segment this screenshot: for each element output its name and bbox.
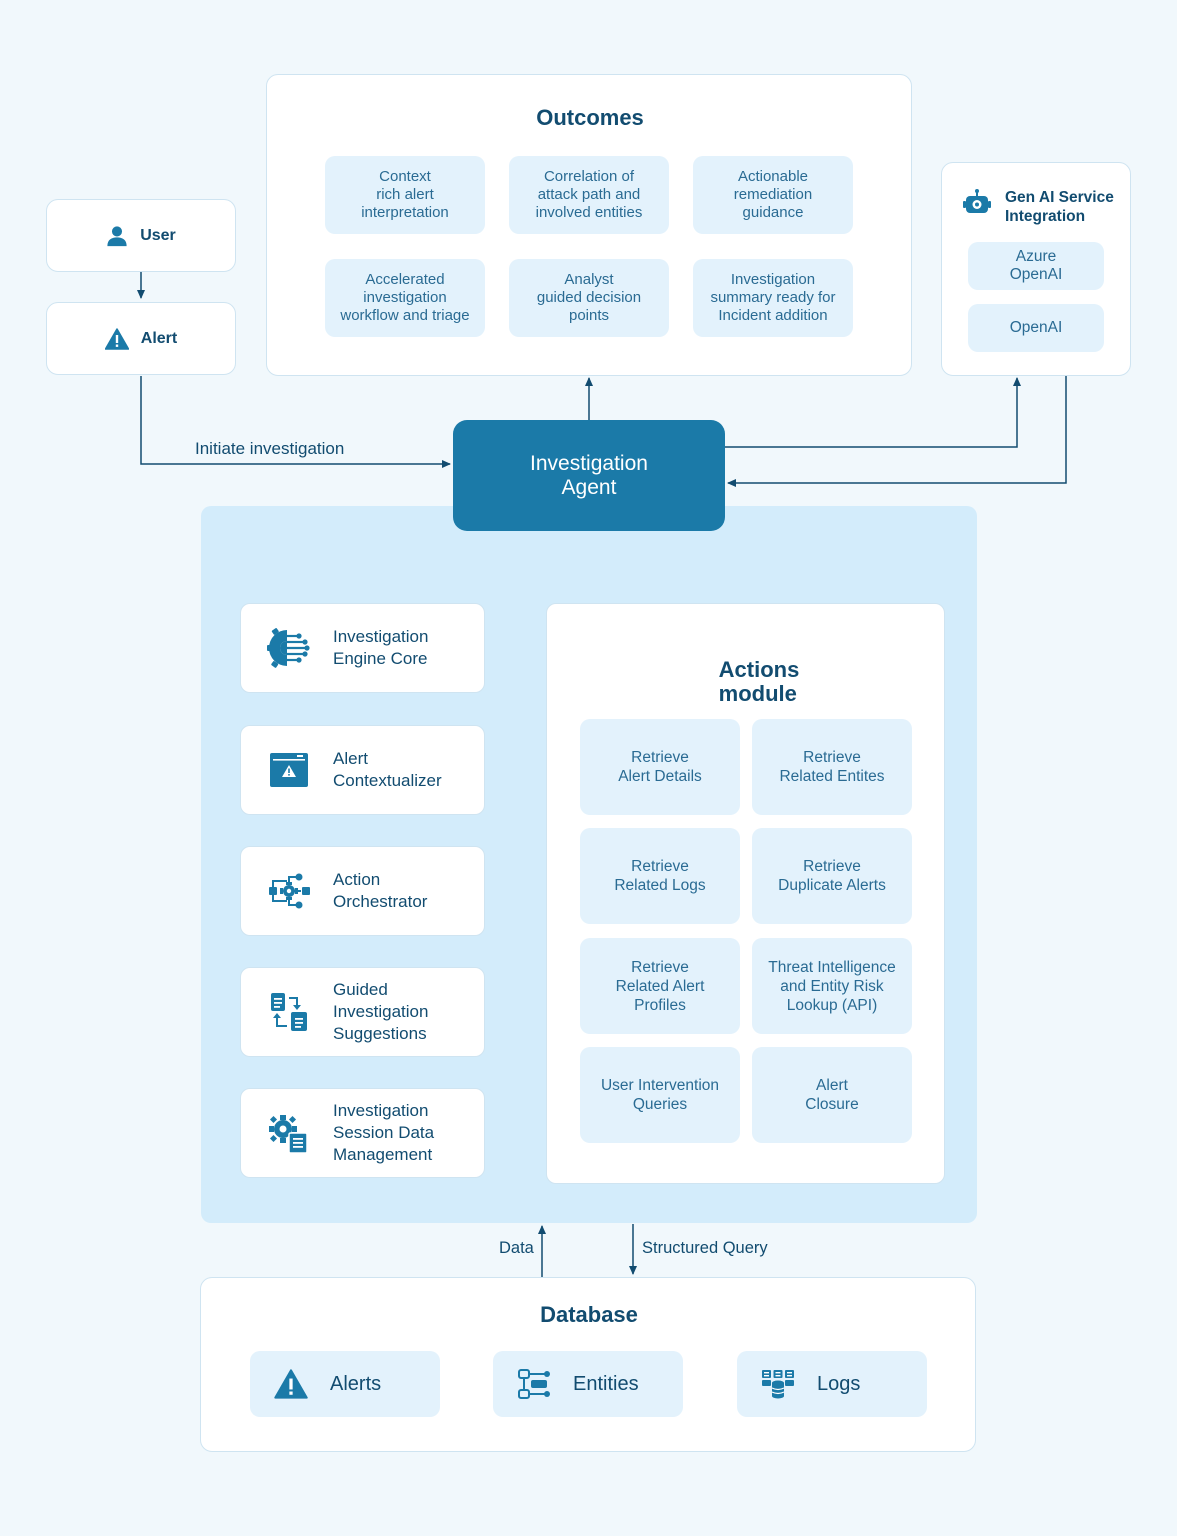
user-icon <box>107 225 127 246</box>
alert-window-icon <box>270 753 308 787</box>
action-item: Retrieve Related Entites <box>752 719 912 815</box>
action-item: Retrieve Duplicate Alerts <box>752 828 912 924</box>
action-item: Retrieve Alert Details <box>580 719 740 815</box>
logs-icon <box>762 1370 794 1399</box>
investigation-agent-node: Investigation Agent <box>453 420 725 531</box>
action-item: Alert Closure <box>752 1047 912 1143</box>
outcome-item: Actionable remediation guidance <box>693 156 853 234</box>
component-action-orchestrator: Action Orchestrator <box>240 846 485 936</box>
outcome-item: Accelerated investigation workflow and t… <box>325 259 485 337</box>
initiate-investigation-label: Initiate investigation <box>195 439 345 458</box>
alert-to-agent-arrow <box>140 376 451 468</box>
action-item: Retrieve Related Alert Profiles <box>580 938 740 1034</box>
component-label: Action Orchestrator <box>333 870 428 911</box>
alert-node: Alert <box>46 302 236 375</box>
database-item-label: Entities <box>573 1372 639 1395</box>
user-node: User <box>46 199 236 272</box>
genai-item-openai: OpenAI <box>968 304 1104 352</box>
action-item: Threat Intelligence and Entity Risk Look… <box>752 938 912 1034</box>
session-data-icon <box>269 1115 308 1154</box>
warning-icon <box>104 327 129 350</box>
database-item-label: Logs <box>817 1372 861 1395</box>
genai-item-azure-openai: Azure OpenAI <box>968 242 1104 290</box>
component-engine-core: Investigation Engine Core <box>240 603 485 693</box>
database-title: Database <box>540 1302 638 1327</box>
genai-title: Gen AI Service Integration <box>1005 189 1114 225</box>
component-label: Alert Contextualizer <box>333 749 442 790</box>
orchestrator-icon <box>269 873 310 909</box>
outcome-item: Investigation summary ready for Incident… <box>693 259 853 337</box>
component-label: Guided Investigation Suggestions <box>333 980 429 1043</box>
database-item-label: Alerts <box>330 1372 382 1395</box>
engine-core-icon <box>267 628 310 668</box>
action-item: Retrieve Related Logs <box>580 828 740 924</box>
component-alert-contextualizer: Alert Contextualizer <box>240 725 485 815</box>
structured-query-label: Structured Query <box>642 1239 768 1257</box>
robot-icon <box>963 189 991 213</box>
outcome-item: Analyst guided decision points <box>509 259 669 337</box>
data-label: Data <box>499 1239 534 1257</box>
genai-to-agent-arrow <box>727 376 1067 487</box>
outcome-item: Correlation of attack path and involved … <box>509 156 669 234</box>
entities-icon <box>518 1369 550 1399</box>
agent-label: Investigation Agent <box>530 451 648 499</box>
alert-label: Alert <box>140 329 178 347</box>
component-label: Investigation Session Data Management <box>333 1101 435 1164</box>
component-guided-suggestions: Guided Investigation Suggestions <box>240 967 485 1057</box>
action-item: User Intervention Queries <box>580 1047 740 1143</box>
database-item-entities: Entities <box>493 1351 683 1417</box>
user-label: User <box>140 226 176 244</box>
warning-icon <box>274 1369 308 1399</box>
outcomes-title: Outcomes <box>536 105 644 130</box>
database-item-logs: Logs <box>737 1351 927 1417</box>
actions-module-title: Actions module <box>718 657 800 706</box>
database-item-alerts: Alerts <box>250 1351 440 1417</box>
component-session-data: Investigation Session Data Management <box>240 1088 485 1178</box>
outcome-item: Context rich alert interpretation <box>325 156 485 234</box>
agent-to-genai-arrow <box>725 377 1021 448</box>
suggestions-icon <box>271 993 307 1031</box>
component-label: Investigation Engine Core <box>333 627 429 668</box>
